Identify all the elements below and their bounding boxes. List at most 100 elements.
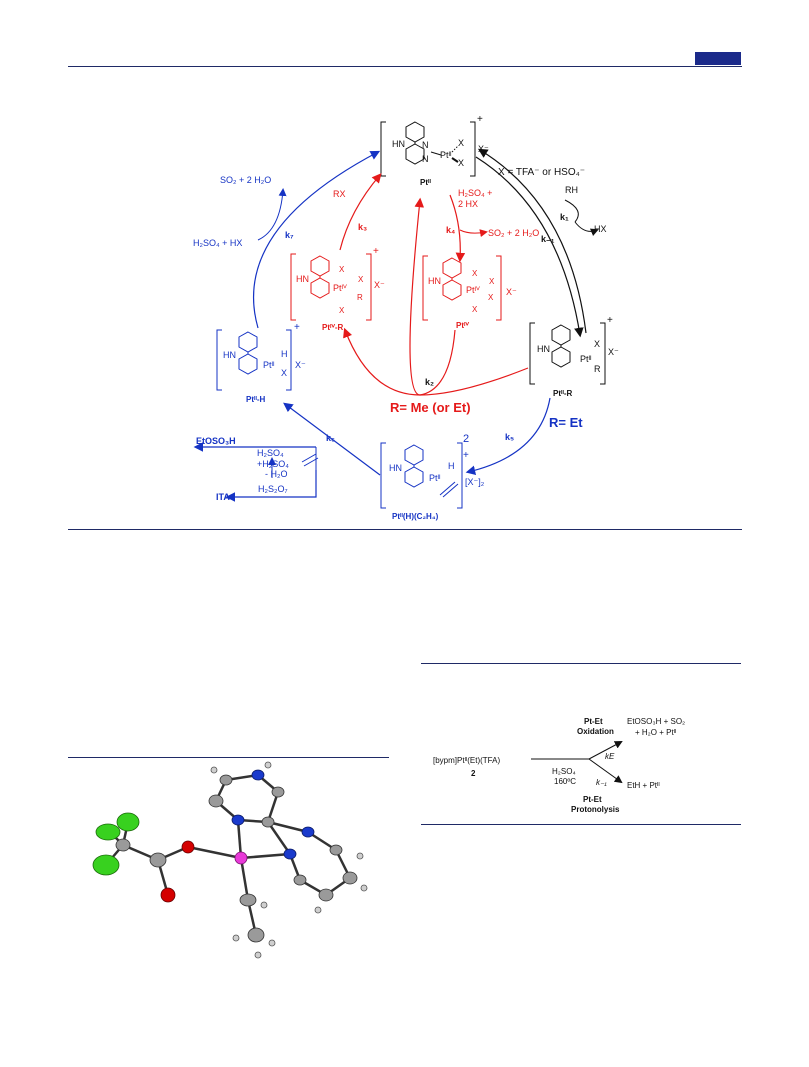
svg-text:N: N — [422, 140, 429, 150]
k4-arrow — [449, 194, 466, 263]
svg-text:k₋₁: k₋₁ — [541, 234, 555, 244]
svg-text:+: + — [477, 114, 483, 125]
r-me-label: R= Me (or Et) — [390, 400, 471, 415]
pt2r-caption: Ptᴵᴵ-R — [553, 389, 573, 398]
header-rule — [68, 66, 742, 67]
k3-arrow — [339, 173, 382, 251]
pt4-complex: HN Ptᴵⱽ X X X X X⁻ Ptᴵⱽ — [422, 255, 517, 330]
svg-text:k₆: k₆ — [326, 433, 335, 443]
svg-text:k₁: k₁ — [560, 212, 569, 222]
svg-text:k₂: k₂ — [425, 377, 434, 387]
pt4r-complex: HN Ptᴵⱽ X X R X + X⁻ Ptᴵⱽ-R — [290, 246, 385, 332]
svg-text:H₂SO₄: H₂SO₄ — [257, 448, 284, 458]
svg-text:X: X — [458, 138, 464, 148]
svg-text:+H₂SO₄: +H₂SO₄ — [257, 459, 289, 469]
svg-text:Ptᴵᴵ: Ptᴵᴵ — [429, 473, 441, 483]
svg-text:+: + — [294, 322, 300, 333]
svg-text:HN: HN — [223, 350, 236, 360]
svg-text:2: 2 — [471, 769, 476, 778]
header-tab-marker — [695, 52, 741, 65]
reaction-top-rule — [421, 663, 741, 664]
svg-text:k₇: k₇ — [285, 230, 294, 240]
svg-text:[X⁻]₂: [X⁻]₂ — [465, 477, 485, 487]
reaction-scheme: Pt-Et Oxidation EtOSO₃H + SO₂ + H₂O + Pt… — [433, 717, 685, 814]
svg-text:Ptᴵⱽ: Ptᴵⱽ — [466, 285, 480, 295]
svg-text:Ptᴵⱽ: Ptᴵⱽ — [333, 283, 347, 293]
svg-text:HN: HN — [428, 276, 441, 286]
pt4r-caption: Ptᴵⱽ-R — [322, 323, 344, 332]
oxidation-product: EtOSO₃H + SO₂ — [627, 717, 685, 726]
svg-text:2: 2 — [463, 433, 469, 445]
svg-text:R: R — [357, 293, 363, 302]
svg-text:160ºC: 160ºC — [554, 777, 576, 786]
pt2r-complex: HN Ptᴵᴵ X R + X⁻ Ptᴵᴵ-R — [529, 315, 619, 398]
svg-text:Ptᴵᴵ: Ptᴵᴵ — [440, 150, 452, 160]
svg-text:X⁻: X⁻ — [374, 280, 385, 290]
svg-text:k₅: k₅ — [505, 432, 514, 442]
svg-text:HN: HN — [296, 274, 309, 284]
svg-text:X: X — [594, 339, 600, 349]
ita-label: ITA — [216, 492, 230, 502]
r-et-label: R= Et — [549, 415, 583, 430]
svg-text:H₂S₂O₇: H₂S₂O₇ — [258, 484, 288, 494]
pt2h-ethylene-caption: Ptᴵᴵ(H)(C₂H₄) — [392, 512, 439, 521]
x-definition: X = TFA⁻ or HSO₄⁻ — [498, 167, 585, 178]
pt2h-ethylene-complex: HN Ptᴵᴵ H 2 + [X⁻]₂ Ptᴵᴵ(H)(C₂H₄) — [380, 433, 485, 521]
svg-text:HN: HN — [537, 344, 550, 354]
svg-text:Pt-Et: Pt-Et — [584, 717, 603, 726]
reaction-bottom-rule — [421, 824, 741, 825]
pt4-caption: Ptᴵⱽ — [456, 321, 469, 330]
pt2h-complex: HN Ptᴵᴵ H X + X⁻ Ptᴵᴵ-H — [216, 322, 306, 404]
svg-text:SO₂ + 2 H₂O: SO₂ + 2 H₂O — [488, 228, 539, 238]
hn-label: HN — [392, 139, 405, 149]
pt-atom — [234, 851, 248, 865]
svg-text:Oxidation: Oxidation — [577, 727, 614, 736]
svg-text:H: H — [281, 349, 288, 359]
svg-text:kE: kE — [605, 752, 615, 761]
svg-text:+: + — [463, 450, 469, 461]
svg-text:R: R — [594, 364, 601, 374]
svg-text:X: X — [339, 306, 345, 315]
svg-text:X⁻: X⁻ — [295, 360, 306, 370]
pt2-caption: Ptᴵᴵ — [420, 178, 431, 187]
svg-text:X: X — [458, 158, 464, 168]
etoso3h-label: EtOSO₃H — [196, 436, 236, 446]
svg-text:H₂SO₄ + HX: H₂SO₄ + HX — [193, 238, 242, 248]
svg-text:H₂SO₄ +: H₂SO₄ + — [458, 188, 492, 198]
svg-text:HX: HX — [594, 224, 607, 234]
k6-arrow — [283, 402, 381, 476]
k2-arrow — [343, 327, 529, 396]
svg-text:X: X — [472, 269, 478, 278]
svg-text:k₃: k₃ — [358, 222, 367, 232]
pt2-complex: HN N N Ptᴵᴵ X X + X⁻ Ptᴵᴵ — [380, 114, 489, 187]
svg-text:X: X — [472, 305, 478, 314]
svg-text:X: X — [339, 265, 345, 274]
svg-text:Ptᴵᴵ: Ptᴵᴵ — [263, 360, 275, 370]
svg-text:H₂SO₄: H₂SO₄ — [552, 767, 576, 776]
svg-text:X: X — [281, 368, 287, 378]
svg-text:RX: RX — [333, 189, 346, 199]
svg-text:+: + — [607, 315, 613, 326]
k5-arrow — [465, 397, 551, 476]
scheme-bottom-rule — [68, 529, 742, 530]
svg-text:- H₂O: - H₂O — [265, 469, 288, 479]
svg-text:X: X — [489, 277, 495, 286]
svg-text:X⁻: X⁻ — [608, 347, 619, 357]
svg-text:+: + — [373, 246, 379, 257]
crystal-structure-ortep — [92, 761, 368, 959]
svg-text:+ H₂O + Ptᴵᴵ: + H₂O + Ptᴵᴵ — [635, 728, 676, 737]
svg-text:2 HX: 2 HX — [458, 199, 478, 209]
pt2h-caption: Ptᴵᴵ-H — [246, 395, 266, 404]
svg-text:X: X — [488, 293, 494, 302]
svg-text:Ptᴵᴵ: Ptᴵᴵ — [580, 354, 592, 364]
crystal-top-rule — [68, 757, 389, 758]
svg-text:X: X — [358, 275, 364, 284]
svg-text:H: H — [448, 461, 455, 471]
protonolysis-product: EtH + Ptᴵᴵ — [627, 781, 660, 790]
k7-arrow — [253, 150, 381, 329]
reactant-label: [bypm]Ptᴵᴵ(Et)(TFA) — [433, 756, 500, 765]
svg-text:k₄: k₄ — [446, 225, 455, 235]
svg-text:X⁻: X⁻ — [506, 287, 517, 297]
svg-text:N: N — [422, 154, 429, 164]
svg-text:Pt-Et: Pt-Et — [583, 795, 602, 804]
